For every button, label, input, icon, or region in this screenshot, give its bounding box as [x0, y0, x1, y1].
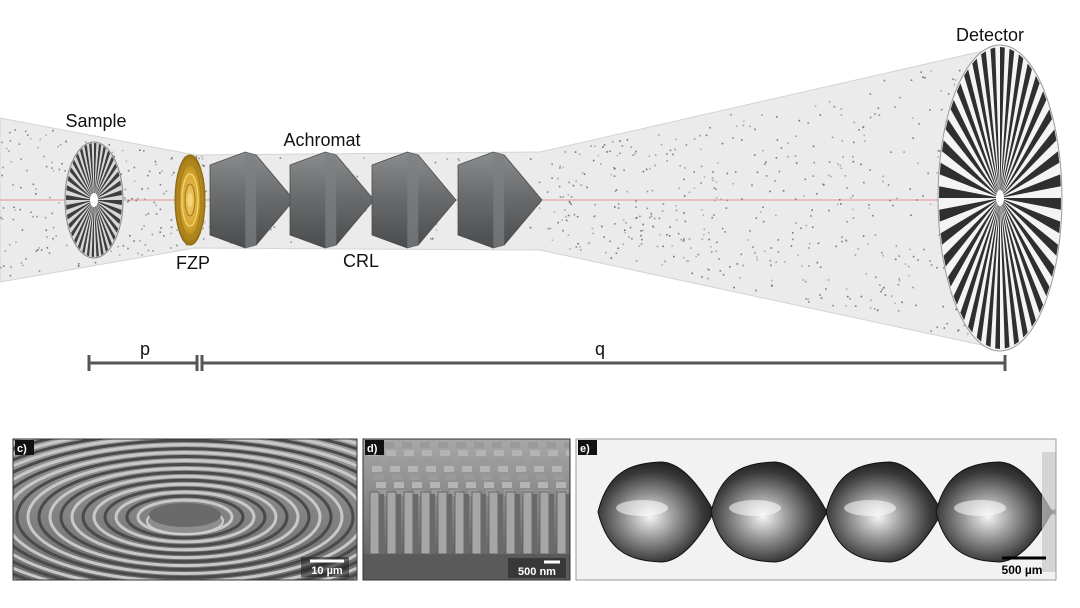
- panel-e-tag: e): [580, 443, 590, 455]
- label-sample: Sample: [65, 111, 126, 131]
- panel-d-tag: d): [367, 443, 378, 455]
- panel-c-sem-fzp: c) 10 µm: [12, 438, 358, 581]
- panel-e-crl-photo: e) 500 µm: [575, 438, 1057, 581]
- label-detector: Detector: [956, 25, 1024, 45]
- panel-c-tag: c): [17, 443, 27, 455]
- panel-d-scale: 500 nm: [518, 566, 556, 578]
- panel-d-sem-pillars: d) 500 nm: [362, 438, 571, 581]
- label-achromat: Achromat: [283, 130, 360, 150]
- detector-star-icon: [937, 44, 1063, 352]
- crl-lens-stack: [209, 151, 543, 249]
- fzp-disc-icon: [174, 154, 206, 246]
- dimension-p: [87, 355, 199, 371]
- label-fzp: FZP: [176, 253, 210, 273]
- label-crl: CRL: [343, 251, 379, 271]
- label-p: p: [140, 339, 150, 359]
- sample-star-icon: [64, 141, 124, 259]
- panel-c-scale: 10 µm: [311, 565, 343, 577]
- panel-e-scale: 500 µm: [1002, 563, 1043, 577]
- dimension-q: [200, 355, 1007, 371]
- label-q: q: [595, 339, 605, 359]
